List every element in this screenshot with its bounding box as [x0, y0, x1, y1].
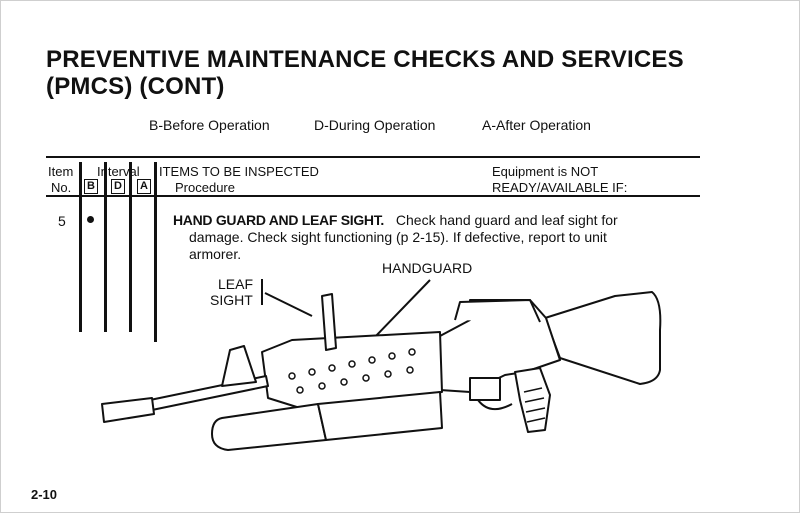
header-item: Item — [48, 164, 74, 179]
header-items-inspected: ITEMS TO BE INSPECTED — [159, 164, 319, 179]
label-leaf: LEAF — [218, 276, 254, 292]
label-sight: SIGHT — [210, 292, 253, 308]
grip-texture — [523, 387, 546, 423]
row-procedure: HAND GUARD AND LEAF SIGHT. Check hand gu… — [173, 212, 673, 263]
handguard-leader — [371, 279, 431, 341]
page-title-line2: (PMCS) (CONT) — [46, 73, 225, 100]
carry-handle — [454, 299, 541, 323]
label-handguard: HANDGUARD — [382, 260, 473, 276]
header-equipment-line1: Equipment is NOT — [492, 164, 599, 179]
legend-during: D-During Operation — [314, 117, 436, 133]
interval-rule-1 — [79, 162, 82, 332]
flash-suppressor — [101, 397, 155, 423]
launcher-body — [317, 391, 443, 441]
interval-rule-3 — [129, 162, 132, 332]
table-top-rule — [46, 156, 700, 158]
interval-rule-2 — [104, 162, 107, 332]
page-title-line1: PREVENTIVE MAINTENANCE CHECKS AND SERVIC… — [46, 46, 684, 73]
leaf-sight — [321, 293, 337, 351]
header-interval-d: D — [111, 179, 125, 194]
procedure-text-line1: Check hand guard and leaf sight for — [395, 212, 618, 228]
handguard-holes — [288, 348, 416, 394]
header-no: No. — [51, 180, 72, 195]
legend-before: B-Before Operation — [149, 117, 270, 133]
procedure-text-line3: armorer. — [189, 246, 242, 262]
header-interval-a: A — [137, 179, 151, 194]
magazine-well — [469, 377, 501, 401]
front-sight — [221, 345, 257, 387]
launcher-tube — [211, 403, 327, 451]
table-header-rule — [46, 195, 700, 197]
rifle-stock — [544, 291, 662, 385]
page-number: 2-10 — [31, 487, 58, 502]
procedure-text-line2: damage. Check sight functioning (p 2-15)… — [189, 229, 607, 245]
handguard — [261, 331, 443, 409]
header-interval-b: B — [84, 179, 98, 194]
trigger-guard — [477, 399, 513, 411]
leaf-sight-leader — [264, 292, 313, 317]
header-interval: Interval — [97, 164, 140, 179]
header-procedure: Procedure — [175, 180, 235, 195]
header-equipment-line2: READY/AVAILABLE IF: — [492, 180, 628, 195]
interval-marker-before — [87, 216, 94, 223]
interval-rule-4 — [154, 162, 157, 342]
page-title: PREVENTIVE MAINTENANCE CHECKS AND SERVIC… — [46, 46, 684, 100]
procedure-heading: HAND GUARD AND LEAF SIGHT. — [173, 212, 385, 228]
legend-after: A-After Operation — [482, 117, 591, 133]
row-item-number: 5 — [58, 213, 66, 229]
